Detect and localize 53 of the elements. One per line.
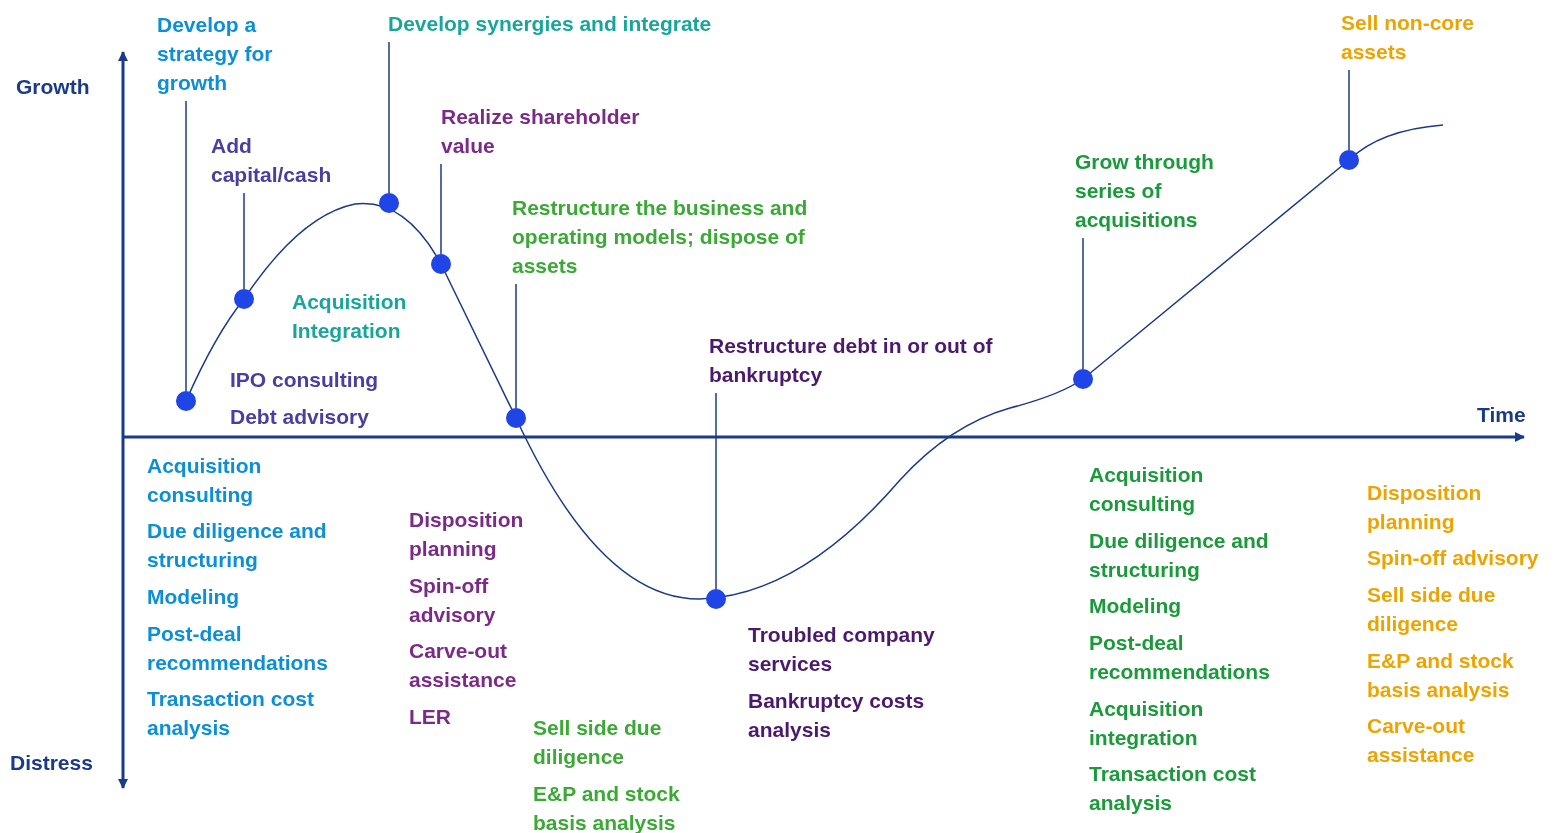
curve-point [379,193,399,213]
service-label: Post-deal recommendations [1089,630,1271,685]
leader-line [1082,237,1084,370]
service-label: Troubled company services [748,622,936,677]
callout-text: Add capital/cash [211,131,366,189]
curve-point [431,254,451,274]
leader-line [440,163,442,255]
service-label: Sell side due diligence [1367,582,1497,637]
service-label: Acquisition consulting [1089,462,1205,517]
callout-text: Grow through series of acquisitions [1075,147,1245,234]
curve-point [176,391,196,411]
callout-text: Restructure debt in or out of bankruptcy [709,331,1049,389]
leader-line [388,41,390,194]
callout-text: Realize shareholder value [441,102,686,160]
service-label: Acquisition Integration [292,289,408,344]
service-label: Modeling [147,584,241,610]
curve-point [234,289,254,309]
leader-line [1348,69,1350,151]
service-label: E&P and stock basis analysis [1367,648,1515,703]
service-label: IPO consulting [230,367,380,393]
service-label: Debt advisory [230,404,370,430]
callout-text: Develop a strategy for growth [157,10,292,97]
service-label: Disposition planning [1367,480,1483,535]
curve-point [706,589,726,609]
service-label: Acquisition consulting [147,453,263,508]
leader-line [185,100,187,392]
service-label: Sell side due diligence [533,715,663,770]
service-label: Transaction cost analysis [1089,761,1257,816]
curve-point [1339,150,1359,170]
service-label: Carve-out assistance [1367,713,1476,768]
leader-line [515,283,517,409]
axis-label: Growth [16,74,91,100]
curve-point [506,408,526,428]
callout-text: Sell non-core assets [1341,8,1506,66]
axis-label: Distress [10,750,94,776]
service-label: Modeling [1089,593,1183,619]
service-label: Acquisition integration [1089,696,1205,751]
service-label: Due diligence and structuring [1089,528,1270,583]
callout-text: Develop synergies and integrate [388,9,788,38]
service-label: Spin-off advisory [1367,545,1540,571]
leader-line [715,392,717,590]
service-label: Disposition planning [409,507,525,562]
leader-line [243,192,245,290]
service-label: Spin-off advisory [409,573,497,628]
service-label: LER [409,704,452,730]
axis-label: Time [1477,402,1527,428]
service-label: Transaction cost analysis [147,686,315,741]
curve-point [1073,369,1093,389]
callout-text: Restructure the business and operating models; dispose of assets [512,193,817,280]
service-label: Due diligence and structuring [147,518,328,573]
service-label: Bankruptcy costs analysis [748,688,926,743]
service-label: Carve-out assistance [409,638,518,693]
service-label: Post-deal recommendations [147,621,329,676]
